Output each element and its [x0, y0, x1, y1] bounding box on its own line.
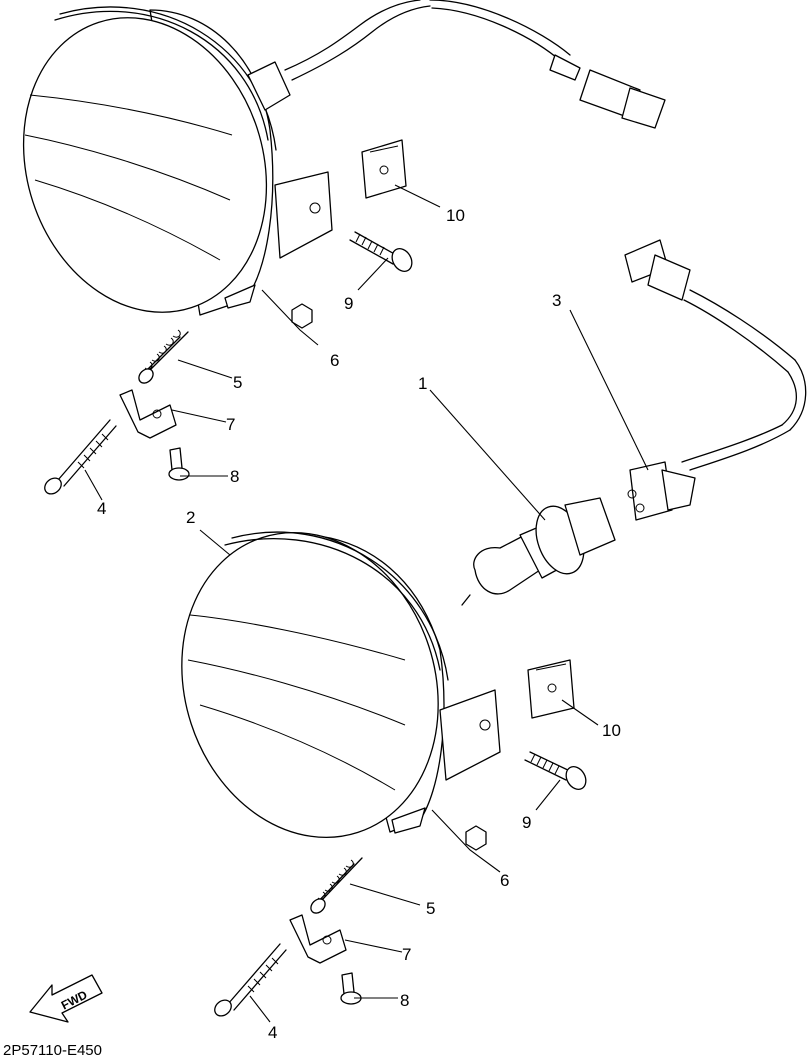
fwd-direction-arrow: FWD: [29, 974, 103, 1023]
upper-lamp-assembly: [22, 6, 333, 316]
screw-upper: [349, 231, 413, 272]
callout-4-lower: 4: [268, 1023, 277, 1042]
callout-6-lower: 6: [500, 871, 509, 890]
callout-8-lower: 8: [400, 991, 409, 1010]
screw-lower: [524, 751, 587, 790]
callout-numbers: 1 2 3 4 4 5 5 6 6 7 7 8 8 9 9 10 10: [97, 206, 621, 1042]
connector-harness: [624, 239, 807, 521]
screw-small-lower: [340, 972, 362, 1005]
callout-5-upper: 5: [233, 373, 242, 392]
callout-2: 2: [186, 508, 195, 527]
callout-8-upper: 8: [230, 467, 239, 486]
callout-9-lower: 9: [522, 813, 531, 832]
callout-6-upper: 6: [330, 351, 339, 370]
upper-wire-harness: [284, 0, 666, 129]
callout-5-lower: 5: [426, 899, 435, 918]
clip-nut-lower: [527, 659, 575, 719]
bolt-lower: [214, 943, 287, 1017]
bracket-upper: [119, 389, 177, 439]
callout-10-upper: 10: [446, 206, 465, 225]
bulb-assembly: [461, 497, 616, 606]
callout-1: 1: [418, 374, 427, 393]
callout-7-upper: 7: [226, 415, 235, 434]
spring-lower: [310, 857, 363, 914]
callout-4-upper: 4: [97, 499, 106, 518]
diagram-code: 2P57110-E450: [3, 1042, 102, 1059]
callout-10-lower: 10: [602, 721, 621, 740]
nut-lower: [465, 825, 487, 851]
screw-small-upper: [168, 447, 190, 481]
callout-9-upper: 9: [344, 294, 353, 313]
callout-7-lower: 7: [402, 945, 411, 964]
spring-upper: [138, 329, 189, 384]
clip-nut-upper: [361, 139, 407, 199]
bracket-lower: [289, 914, 347, 964]
bolt-upper: [44, 419, 117, 495]
leader-lines: [84, 184, 649, 1023]
callout-3: 3: [552, 291, 561, 310]
lower-lamp-assembly: [181, 531, 501, 839]
